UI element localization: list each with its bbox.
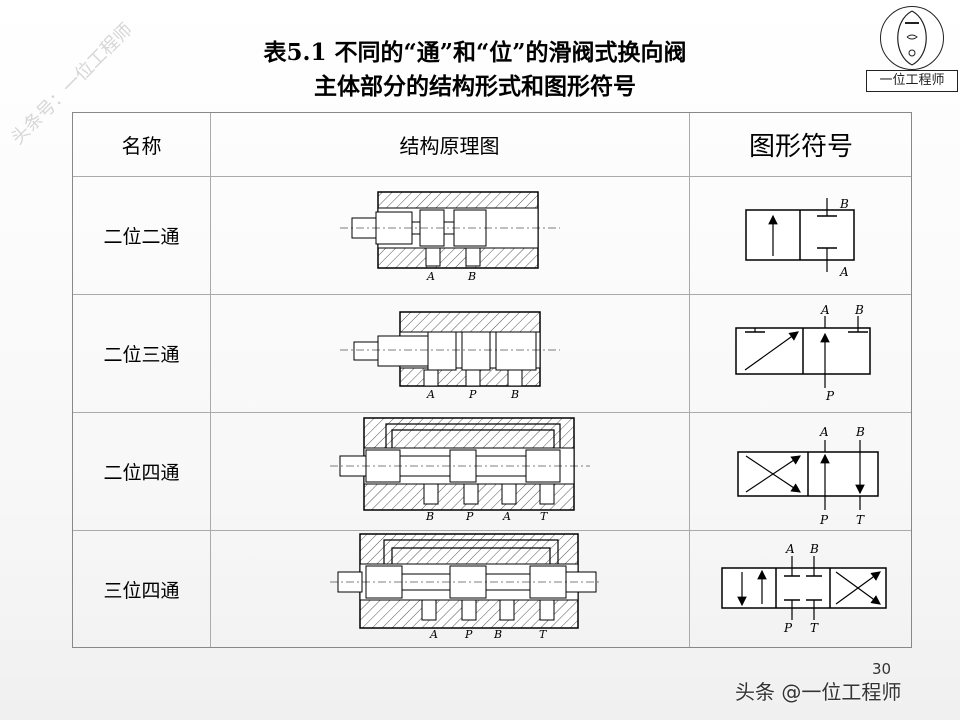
table-divider (210, 113, 211, 647)
row-name: 二位四通 (103, 461, 180, 484)
row-name: 二位二通 (103, 225, 180, 248)
table-divider (73, 530, 911, 531)
logo-emblem-icon (880, 6, 944, 70)
table-divider (73, 176, 911, 177)
footer-watermark: 头条 @一位工程师 (735, 680, 902, 704)
table-divider (689, 113, 690, 647)
header-symbol: 图形符号 (748, 132, 853, 162)
table-divider (73, 412, 911, 413)
title-line-2: 主体部分的结构形式和图形符号 (314, 73, 636, 100)
page-title: 表5.1 不同的“通”和“位”的滑阀式换向阀 主体部分的结构形式和图形符号 (150, 36, 800, 104)
header-name: 名称 (121, 134, 162, 158)
table-divider (73, 294, 911, 295)
valve-table: 名称 结构原理图 图形符号 二位二通 二位三通 二位四通 三位四通 (72, 112, 912, 648)
row-name: 三位四通 (103, 580, 180, 602)
logo: 一位工程师 (866, 4, 958, 92)
page-number: 30 (872, 660, 892, 678)
row-name: 二位三通 (103, 343, 180, 366)
title-line-1: 表5.1 不同的“通”和“位”的滑阀式换向阀 (263, 39, 687, 66)
header-structure: 结构原理图 (399, 134, 500, 158)
logo-label: 一位工程师 (866, 70, 958, 92)
